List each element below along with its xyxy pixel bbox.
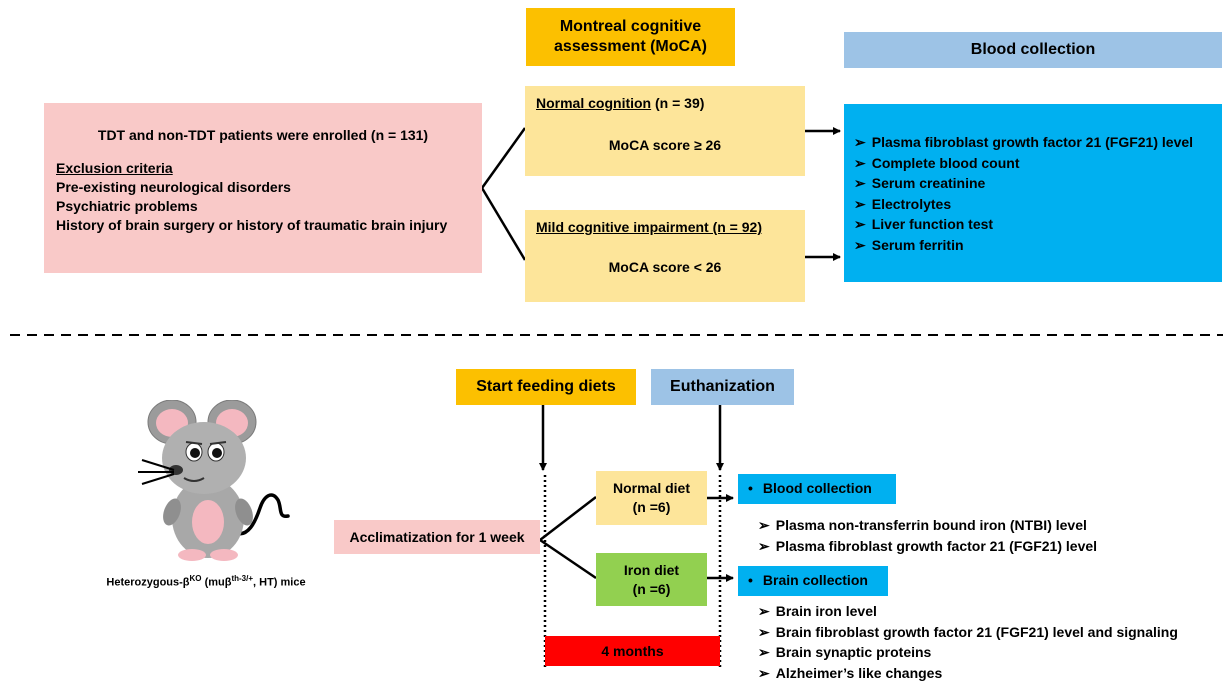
brain-collection-tag-label: Brain collection: [763, 572, 868, 588]
euthanization-label: Euthanization: [651, 369, 794, 405]
mouse-blood-item: Plasma fibroblast growth factor 21 (FGF2…: [758, 536, 1097, 557]
normal-diet-label: Normal diet: [613, 479, 690, 498]
normal-cognition-box: Normal cognition (n = 39) MoCA score ≥ 2…: [525, 86, 805, 176]
brain-item: Brain synaptic proteins: [758, 642, 1178, 663]
start-feeding-text: Start feeding diets: [476, 378, 616, 396]
duration-label: 4 months: [601, 643, 663, 659]
euthanization-text: Euthanization: [670, 378, 775, 396]
iron-diet-box: Iron diet (n =6): [596, 553, 707, 606]
blood-item: Liver function test: [854, 214, 1222, 235]
brain-item: Brain fibroblast growth factor 21 (FGF21…: [758, 622, 1178, 643]
brain-collection-tag: •Brain collection: [738, 566, 888, 596]
iron-diet-label: Iron diet: [624, 561, 679, 580]
exclusion-item: History of brain surgery or history of t…: [56, 216, 470, 235]
branch-acclim-iron: [540, 540, 596, 578]
normal-diet-box: Normal diet (n =6): [596, 471, 707, 525]
normal-cognition-heading: Normal cognition: [536, 95, 651, 111]
brain-list: Brain iron level Brain fibroblast growth…: [758, 601, 1178, 683]
exclusion-item: Psychiatric problems: [56, 197, 470, 216]
branch-line-upper: [482, 128, 525, 188]
acclimatization-label: Acclimatization for 1 week: [349, 529, 524, 545]
enrollment-box: TDT and non-TDT patients were enrolled (…: [44, 103, 482, 273]
mouse-illustration: [128, 400, 308, 570]
brain-item: Brain iron level: [758, 601, 1178, 622]
branch-line-lower: [482, 188, 525, 260]
blood-collection-list-box: Plasma fibroblast growth factor 21 (FGF2…: [844, 104, 1222, 282]
blood-item: Serum ferritin: [854, 235, 1222, 256]
moca-header: Montreal cognitive assessment (MoCA): [526, 8, 735, 66]
normal-diet-count: (n =6): [633, 498, 671, 517]
blood-collection-list: Plasma fibroblast growth factor 21 (FGF2…: [854, 132, 1222, 255]
duration-bar: 4 months: [545, 636, 720, 666]
normal-cognition-score: MoCA score ≥ 26: [536, 137, 794, 153]
mouse-blood-list: Plasma non-transferrin bound iron (NTBI)…: [758, 515, 1097, 556]
mci-box: Mild cognitive impairment (n = 92) MoCA …: [525, 210, 805, 302]
start-feeding-label: Start feeding diets: [456, 369, 636, 405]
normal-cognition-count: (n = 39): [651, 95, 704, 111]
moca-header-label: Montreal cognitive assessment (MoCA): [534, 17, 727, 57]
branch-acclim-normal: [540, 497, 596, 540]
acclimatization-box: Acclimatization for 1 week: [334, 520, 540, 554]
blood-collection-header-label: Blood collection: [971, 41, 1095, 59]
mouse-blood-item: Plasma non-transferrin bound iron (NTBI)…: [758, 515, 1097, 536]
mci-score: MoCA score < 26: [536, 259, 794, 275]
blood-collection-tag-label: Blood collection: [763, 480, 872, 496]
blood-item: Serum creatinine: [854, 173, 1222, 194]
blood-collection-header: Blood collection: [844, 32, 1222, 68]
blood-item: Complete blood count: [854, 153, 1222, 174]
blood-item: Plasma fibroblast growth factor 21 (FGF2…: [854, 132, 1222, 153]
blood-collection-tag: •Blood collection: [738, 474, 896, 504]
mouse-caption: Heterozygous-βKO (muβth-3/+, HT) mice: [86, 574, 326, 589]
iron-diet-count: (n =6): [633, 580, 671, 599]
blood-item: Electrolytes: [854, 194, 1222, 215]
exclusion-item: Pre-existing neurological disorders: [56, 178, 470, 197]
enrollment-title: TDT and non-TDT patients were enrolled (…: [56, 127, 470, 143]
mci-heading: Mild cognitive impairment (n = 92): [536, 219, 794, 235]
exclusion-heading: Exclusion criteria: [56, 159, 470, 178]
